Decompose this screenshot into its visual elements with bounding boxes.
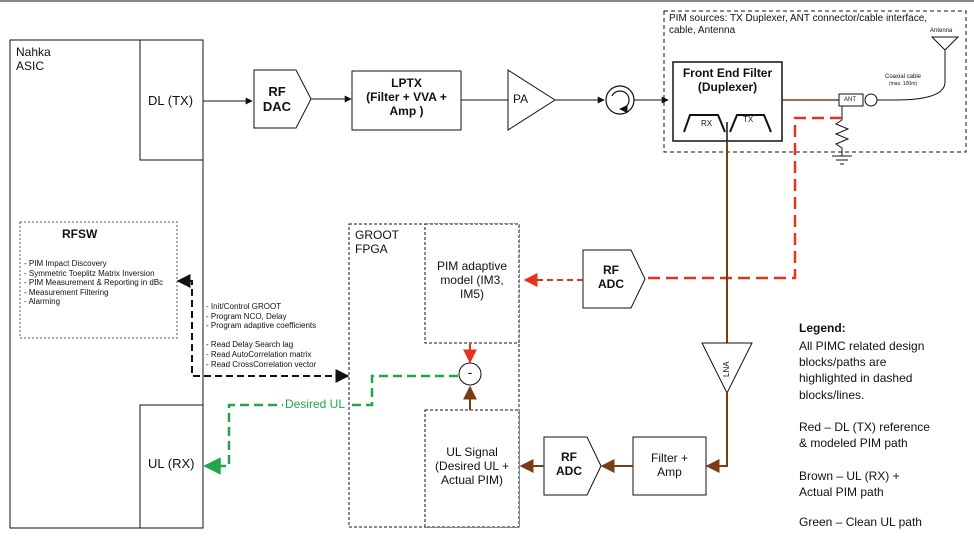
rfsw-items: - PIM Impact Discovery- Symmetric Toepli… <box>24 259 163 307</box>
legend-title: Legend: <box>799 322 846 336</box>
ul-port-label: UL (RX) <box>148 457 194 472</box>
legend-red: Red – DL (TX) reference& modeled PIM pat… <box>799 419 930 451</box>
front-end-filter-label: Front End Filter(Duplexer) <box>673 67 782 95</box>
rf-adc-top-label: RFADC <box>589 264 633 292</box>
duplexer-rx-label: RX <box>701 119 712 128</box>
summer-minus: - <box>462 364 478 380</box>
red-ref-path <box>645 118 842 278</box>
antenna-icon <box>932 37 958 50</box>
coax-label: Coaxial cable(max. 100m) <box>878 74 928 88</box>
legend-green: Green – Clean UL path <box>799 516 922 530</box>
pa-label: PA <box>513 93 528 107</box>
ant-label: ANT <box>844 97 856 104</box>
filter-amp-label: Filter +Amp <box>633 452 706 480</box>
desired-ul-label: Desired UL <box>283 398 347 412</box>
pim-model-label: PIM adaptivemodel (IM3,IM5) <box>425 260 519 301</box>
coax-connector-icon <box>865 94 877 106</box>
legend-brown: Brown – UL (RX) +Actual PIM path <box>799 468 900 500</box>
ul-signal-label: UL Signal(Desired UL +Actual PIM) <box>425 446 519 487</box>
rfsw-title: RFSW <box>62 228 97 242</box>
resistor-icon <box>836 120 848 156</box>
lptx-label: LPTX(Filter + VVA +Amp ) <box>352 77 461 118</box>
green-desired-ul-path <box>205 376 458 466</box>
duplexer-tx-label: TX <box>743 115 753 124</box>
legend-description: All PIMC related designblocks/paths areh… <box>799 338 924 403</box>
circulator-icon <box>606 86 634 114</box>
control-notes: - Init/Control GROOT- Program NCO, Delay… <box>206 302 316 369</box>
rf-adc-bottom-label: RFADC <box>547 451 591 479</box>
dl-port-label: DL (TX) <box>148 94 193 109</box>
rf-dac-label: RFDAC <box>258 85 296 115</box>
antenna-label: Antenna <box>930 28 952 35</box>
pim-sources-title-text: PIM sources: TX Duplexer, ANT connector/… <box>669 13 927 37</box>
brown-lna-to-filter <box>707 393 727 466</box>
lna-label: LNA <box>722 361 731 377</box>
asic-title: NahkaASIC <box>16 46 51 74</box>
groot-title: GROOTFPGA <box>355 229 399 257</box>
